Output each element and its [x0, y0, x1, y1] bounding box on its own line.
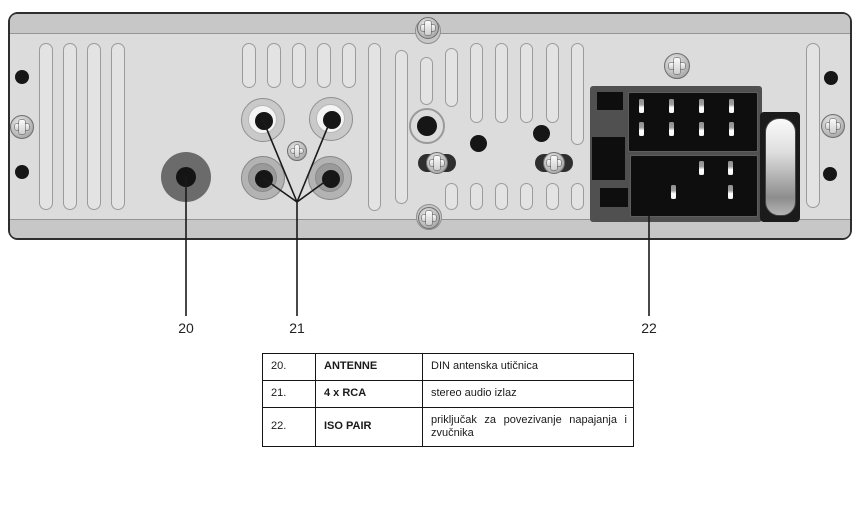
vent-slot [571, 43, 584, 145]
antenna-jack [161, 152, 211, 202]
iso-pin [728, 99, 734, 113]
row-number: 22. [262, 407, 316, 447]
rivet-dot [824, 71, 838, 85]
iso-pin [728, 122, 734, 136]
vent-slot [63, 43, 77, 210]
iso-pin [698, 161, 704, 175]
vent-slot [39, 43, 53, 210]
iso-pin [698, 122, 704, 136]
iso-notch [597, 92, 623, 110]
antenna-jack-hole [176, 167, 196, 187]
mount-hole-dot [417, 116, 437, 136]
screw-icon [418, 207, 440, 229]
vent-slot [267, 43, 281, 88]
rivet-dot [15, 165, 29, 179]
vent-slot [342, 43, 356, 88]
rivet-dot [470, 135, 487, 152]
row-description: priključak za povezivanje napajanja i zv… [422, 407, 634, 447]
rca-jack-top-right [309, 97, 353, 141]
table-row: 20. ANTENNE DIN antenska utičnica [262, 353, 634, 381]
rca-jack-bottom-left [241, 156, 285, 200]
iso-pin [698, 99, 704, 113]
row-description: stereo audio izlaz [422, 380, 634, 408]
vent-slot [470, 43, 483, 123]
table-row: 22. ISO PAIR priključak za povezivanje n… [262, 407, 634, 447]
iso-notch [592, 137, 625, 180]
iso-metal-tab [765, 118, 796, 216]
vent-slot [520, 183, 533, 210]
vent-slot [445, 48, 458, 107]
iso-connector [590, 86, 800, 222]
callout-label-20: 20 [178, 320, 194, 336]
vent-slot [571, 183, 584, 210]
vent-slot [87, 43, 101, 210]
rivet-dot [533, 125, 550, 142]
iso-pin [670, 185, 676, 199]
vent-slot [292, 43, 306, 88]
rca-jack-top-left [241, 98, 285, 142]
vent-slot [470, 183, 483, 210]
iso-pin [638, 122, 644, 136]
vent-slot [546, 43, 559, 123]
table-row: 21. 4 x RCA stereo audio izlaz [262, 380, 634, 408]
iso-speaker-block [630, 155, 758, 217]
vent-slot [806, 43, 820, 208]
screw-icon [287, 141, 307, 161]
vent-slot [520, 43, 533, 123]
vent-slot [368, 43, 381, 211]
screw-icon [543, 152, 565, 174]
iso-pin [668, 99, 674, 113]
row-name: ISO PAIR [315, 407, 423, 447]
screw-icon [664, 53, 690, 79]
vent-slot [395, 50, 408, 204]
row-name: ANTENNE [315, 353, 423, 381]
rivet-dot [823, 167, 837, 181]
vent-slot [242, 43, 256, 88]
row-description: DIN antenska utičnica [422, 353, 634, 381]
legend-table: 20. ANTENNE DIN antenska utičnica 21. 4 … [262, 353, 634, 447]
row-number: 20. [262, 353, 316, 381]
rca-center [254, 111, 273, 130]
iso-notch [600, 188, 628, 207]
screw-icon [426, 152, 448, 174]
iso-power-block [628, 92, 758, 152]
callout-label-21: 21 [289, 320, 305, 336]
rca-jack-bottom-right [308, 156, 352, 200]
screw-icon [821, 114, 845, 138]
row-number: 21. [262, 380, 316, 408]
vent-slot [111, 43, 125, 210]
iso-pin [727, 185, 733, 199]
vent-slot [495, 43, 508, 123]
iso-pin [727, 161, 733, 175]
screw-icon [417, 17, 439, 39]
vent-slot [546, 183, 559, 210]
rivet-dot [15, 70, 29, 84]
rca-center [254, 169, 273, 188]
rear-panel [8, 12, 852, 240]
iso-pin [638, 99, 644, 113]
iso-pin [668, 122, 674, 136]
vent-slot [495, 183, 508, 210]
screw-icon [10, 115, 34, 139]
vent-slot [420, 57, 433, 105]
row-name: 4 x RCA [315, 380, 423, 408]
rca-center [322, 110, 341, 129]
vent-slot [317, 43, 331, 88]
callout-label-22: 22 [641, 320, 657, 336]
vent-slot [445, 183, 458, 210]
rca-center [321, 169, 340, 188]
